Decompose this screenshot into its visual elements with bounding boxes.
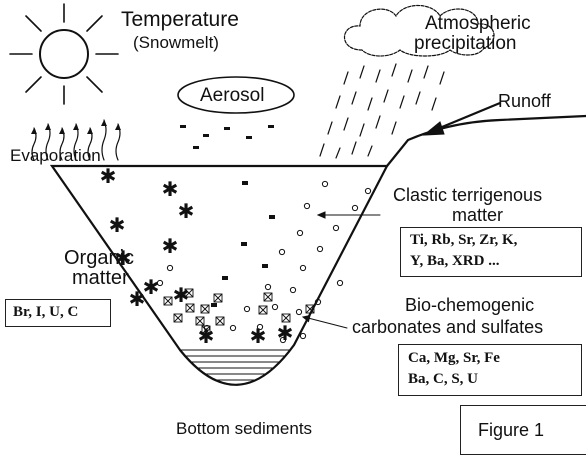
temperature-label: Temperature xyxy=(121,8,239,31)
organic-matter-label: matter xyxy=(72,267,129,289)
circle-icon xyxy=(303,202,311,210)
diagram-artwork: ✱✱✱✱✱✱✱✱✱✱✱✱ xyxy=(9,3,586,386)
evaporation-label: Evaporation xyxy=(10,146,101,165)
asterisk-icon: ✱ xyxy=(129,287,146,311)
square-cross-icon xyxy=(173,313,183,323)
precipitation-label: precipitation xyxy=(414,33,517,54)
asterisk-icon: ✱ xyxy=(143,275,160,299)
bio-elements-line2: Ba, C, S, U xyxy=(408,371,479,387)
clastic-matter-label: matter xyxy=(452,205,504,225)
shore-line xyxy=(385,114,586,168)
square-cross-icon xyxy=(184,288,194,298)
circle-icon xyxy=(166,264,174,272)
circle-icon xyxy=(243,305,251,313)
dash-particle xyxy=(269,215,275,219)
asterisk-icon: ✱ xyxy=(115,246,132,270)
circle-icon xyxy=(321,180,329,188)
dash-particle xyxy=(241,242,247,246)
square-cross-icon xyxy=(258,305,268,315)
circle-icon xyxy=(271,303,279,311)
runoff-arrow xyxy=(422,101,502,136)
sun-icon xyxy=(9,3,119,105)
organic-elements-box: Br, I, U, C xyxy=(5,299,111,327)
dash-particle xyxy=(211,303,217,307)
runoff-label: Runoff xyxy=(498,91,551,111)
clastic-label: Clastic terrigenous xyxy=(393,185,543,205)
asterisk-icon: ✱ xyxy=(178,199,195,223)
organic-label: Organic xyxy=(64,247,135,269)
square-cross-icon xyxy=(201,325,211,335)
figure-caption-box: Figure 1 xyxy=(460,405,586,455)
square-cross-icon xyxy=(185,303,195,313)
square-cross-icon xyxy=(200,304,210,314)
rain-icon xyxy=(319,63,445,159)
circle-icon xyxy=(279,336,287,344)
bio-pointer xyxy=(301,314,348,329)
circle-icon xyxy=(316,245,324,253)
circle-icon xyxy=(295,308,303,316)
square-cross-icon xyxy=(213,293,223,303)
lake-basin xyxy=(49,164,389,386)
bio-elements-line1: Ca, Mg, Sr, Fe xyxy=(408,350,500,366)
square-cross-icon xyxy=(195,316,205,326)
carbonates-sulfates-label: carbonates and sulfates xyxy=(352,317,544,337)
asterisk-icon: ✱ xyxy=(109,213,126,237)
circle-icon xyxy=(336,279,344,287)
clastic-elements-line2: Y, Ba, XRD ... xyxy=(410,253,500,269)
circle-icon xyxy=(296,229,304,237)
organic-elements-line1: Br, I, U, C xyxy=(13,304,79,320)
cloud-icon xyxy=(344,4,495,57)
square-cross-icon xyxy=(163,296,173,306)
dash-particle xyxy=(262,264,268,268)
asterisk-icon: ✱ xyxy=(100,164,117,188)
circle-icon xyxy=(289,286,297,294)
circle-icon xyxy=(278,248,286,256)
clastic-elements-line1: Ti, Rb, Sr, Zr, K, xyxy=(410,232,518,248)
dash-particle xyxy=(222,276,228,280)
asterisk-icon: ✱ xyxy=(162,234,179,258)
circle-icon xyxy=(264,283,272,291)
aerosol-label: Aerosol xyxy=(200,85,265,106)
clastic-pointer xyxy=(316,211,381,219)
dash-particle xyxy=(242,181,248,185)
circle-icon xyxy=(332,224,340,232)
circle-icon xyxy=(314,298,322,306)
asterisk-icon: ✱ xyxy=(250,324,267,348)
aerosol-ellipse xyxy=(177,76,295,114)
square-cross-icon xyxy=(215,316,225,326)
snowmelt-label: (Snowmelt) xyxy=(133,33,219,52)
asterisk-icon: ✱ xyxy=(198,324,215,348)
circle-icon xyxy=(229,324,237,332)
circle-icon xyxy=(299,332,307,340)
square-cross-icon xyxy=(281,313,291,323)
square-cross-icon xyxy=(263,292,273,302)
circle-icon xyxy=(256,323,264,331)
circle-icon xyxy=(299,264,307,272)
lake-sediment-diagram: ✱✱✱✱✱✱✱✱✱✱✱✱ Temperature (Snowmelt) Atmo… xyxy=(5,3,586,455)
bio-elements-box: Ca, Mg, Sr, Fe Ba, C, S, U xyxy=(398,344,582,396)
circle-icon xyxy=(364,187,372,195)
circle-icon xyxy=(351,204,359,212)
atmospheric-label: Atmospheric xyxy=(425,13,531,34)
figure-caption: Figure 1 xyxy=(478,420,545,440)
bottom-sediments-label: Bottom sediments xyxy=(176,419,313,438)
bio-chemogenic-label: Bio-chemogenic xyxy=(405,295,535,315)
lake-particles: ✱✱✱✱✱✱✱✱✱✱✱✱ xyxy=(100,164,372,348)
clastic-elements-box: Ti, Rb, Sr, Zr, K, Y, Ba, XRD ... xyxy=(400,227,582,277)
sediment-layers xyxy=(149,349,331,381)
square-cross-icon xyxy=(305,304,315,314)
asterisk-icon: ✱ xyxy=(162,177,179,201)
aerosol-particles xyxy=(180,125,274,149)
circle-icon xyxy=(156,279,164,287)
